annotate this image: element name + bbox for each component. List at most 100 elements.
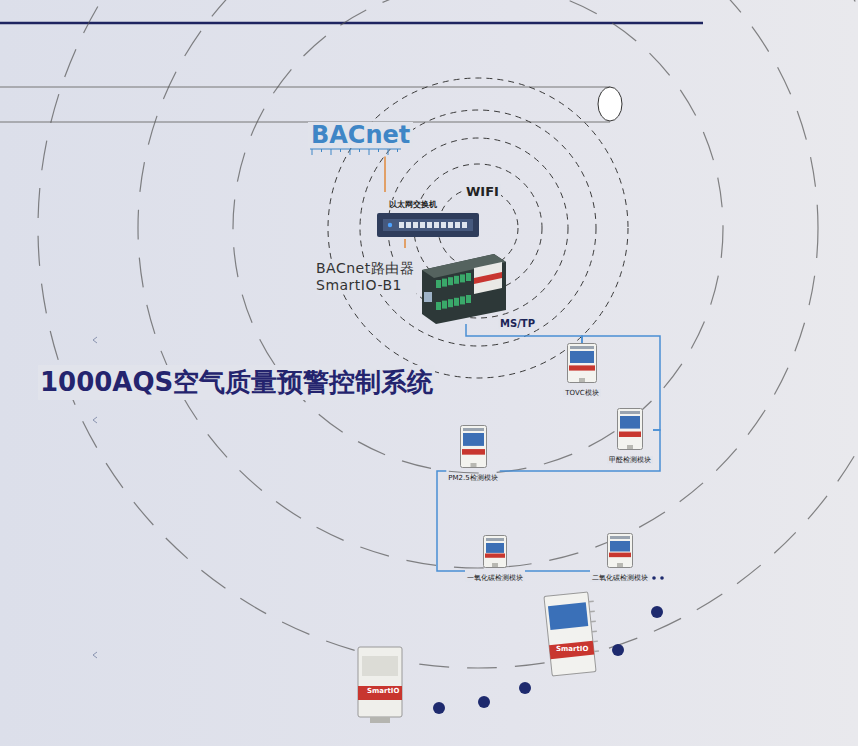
pipe-edge (0, 87, 610, 88)
node-text: 以太网交换机 (387, 200, 439, 210)
device-body (608, 534, 633, 568)
top-rule (0, 22, 703, 25)
logo-node: BACnet (308, 122, 413, 156)
sensor-module: 一氧化碳检测模块 (465, 535, 525, 582)
router-terminal (442, 279, 447, 287)
device-small (358, 647, 402, 723)
device-band (619, 432, 641, 437)
switch-port (406, 222, 411, 228)
sensor-module: PM2.5检测模块 (446, 425, 499, 482)
connector (384, 156, 386, 192)
sensor-icon (567, 343, 597, 383)
device-gland (370, 717, 390, 723)
device-gland (470, 463, 476, 467)
node-text: 二氧化碳检测模块 (590, 574, 650, 582)
node-text: BACnet路由器 SmartIO-B1 (316, 260, 416, 294)
logo-ruler (308, 148, 403, 156)
dot (660, 576, 664, 580)
dot (433, 702, 445, 714)
pipe-end (598, 87, 622, 121)
node-text: BACnet (308, 122, 413, 148)
node-text: 一氧化碳检测模块 (465, 574, 525, 582)
switch-port (399, 222, 404, 228)
router-terminal (436, 280, 441, 288)
device-body (460, 426, 486, 468)
side-mark (93, 417, 97, 423)
ruler-tick (321, 149, 322, 152)
ruler-tick (340, 149, 341, 152)
device-panel (362, 656, 398, 676)
sensor-icon (483, 535, 507, 568)
ruler-tick (331, 149, 332, 155)
device-body (568, 344, 597, 383)
router-terminal (448, 277, 453, 285)
switch-face (383, 219, 473, 231)
connector (525, 570, 590, 572)
device-top (570, 346, 594, 349)
ruler-tick (369, 149, 370, 155)
router-node: BACnet路由器 SmartIO-B1 (316, 248, 508, 324)
device-band (358, 686, 402, 700)
large-ring (138, 0, 818, 568)
connector (404, 239, 406, 248)
router-terminal (448, 299, 453, 307)
router-terminal (466, 295, 471, 303)
sensor-module: 甲醛检测模块 (607, 408, 653, 464)
device-top (486, 538, 504, 541)
switch-port (448, 222, 453, 228)
dot (478, 696, 490, 708)
dot (651, 606, 663, 618)
fin (593, 640, 598, 642)
router-icon (416, 248, 508, 324)
switch-port (413, 222, 418, 228)
router-terminal (454, 276, 459, 284)
ruler-line (310, 149, 401, 150)
side-mark (93, 337, 97, 343)
fin (592, 630, 597, 632)
sensor-icon (460, 425, 487, 468)
device-band (485, 553, 505, 557)
device-body (544, 592, 596, 676)
sensor-module: TOVC模块 (563, 343, 600, 397)
connector (500, 430, 660, 471)
switch-led (388, 223, 392, 227)
device-panel (610, 541, 630, 552)
sensor-icon (617, 408, 643, 450)
device-body (358, 647, 402, 717)
node-text: PM2.5检测模块 (446, 474, 499, 482)
connector (437, 471, 465, 571)
switch-port (434, 222, 439, 228)
switch-body (377, 213, 479, 237)
device-top (610, 536, 630, 539)
pipe-edge (0, 122, 610, 123)
node-text: TOVC模块 (563, 389, 600, 397)
switch-port (420, 222, 425, 228)
bus-label: MS/TP (498, 318, 537, 329)
device-body (618, 409, 643, 450)
ruler-tick (378, 149, 379, 152)
dot (652, 576, 656, 580)
router-label-plate (474, 262, 502, 294)
side-mark (93, 652, 97, 658)
router-terminal (454, 298, 459, 306)
fin (591, 620, 596, 622)
large-ring (38, 0, 858, 668)
device-panel (620, 416, 640, 429)
brand-label: SmartIO (365, 687, 401, 695)
switch-port (455, 222, 460, 228)
device-gland (627, 445, 633, 449)
router-port (424, 292, 432, 302)
switch-port (441, 222, 446, 228)
ruler-tick (388, 149, 389, 155)
fin (589, 601, 594, 603)
ruler-tick (312, 149, 313, 155)
switch-node: 以太网交换机 (377, 192, 479, 239)
large-ring (233, 0, 723, 473)
device-body (484, 536, 507, 568)
node-text: 甲醛检测模块 (607, 456, 653, 464)
router-terminal (436, 302, 441, 310)
sensor-icon (607, 533, 633, 568)
router-terminal (466, 273, 471, 281)
fin (594, 650, 599, 652)
